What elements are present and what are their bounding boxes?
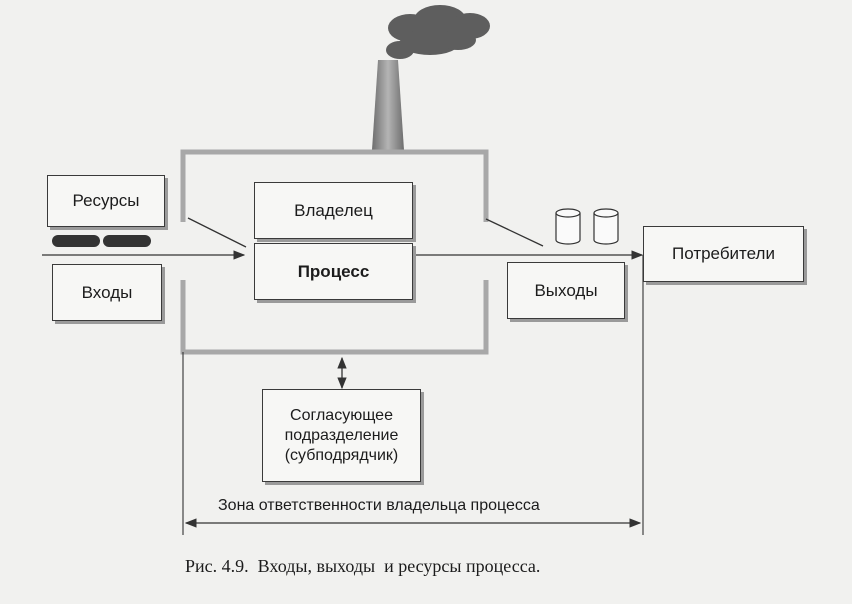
owner-box: Владелец bbox=[254, 182, 413, 239]
resources-box: Ресурсы bbox=[47, 175, 165, 227]
chimney-icon bbox=[372, 60, 404, 150]
coordinating-unit-box: Согласующее подразделение (субподрядчик) bbox=[262, 389, 421, 482]
outputs-box: Выходы bbox=[507, 262, 625, 319]
inputs-box: Входы bbox=[52, 264, 162, 321]
consumers-box: Потребители bbox=[643, 226, 804, 282]
output-cylinders-icon bbox=[555, 208, 619, 245]
process-box: Процесс bbox=[254, 243, 413, 300]
smoke-icon bbox=[386, 5, 490, 59]
process-frame-bottom bbox=[180, 280, 489, 355]
resource-pellets-icon bbox=[52, 235, 151, 247]
input-slant-line bbox=[187, 217, 247, 248]
zone-label: Зона ответственности владельца процесса bbox=[214, 497, 544, 515]
process-frame-top bbox=[180, 149, 489, 222]
figure-caption: Рис. 4.9. Входы, выходы и ресурсы процес… bbox=[185, 556, 541, 576]
output-slant-line bbox=[485, 218, 544, 247]
